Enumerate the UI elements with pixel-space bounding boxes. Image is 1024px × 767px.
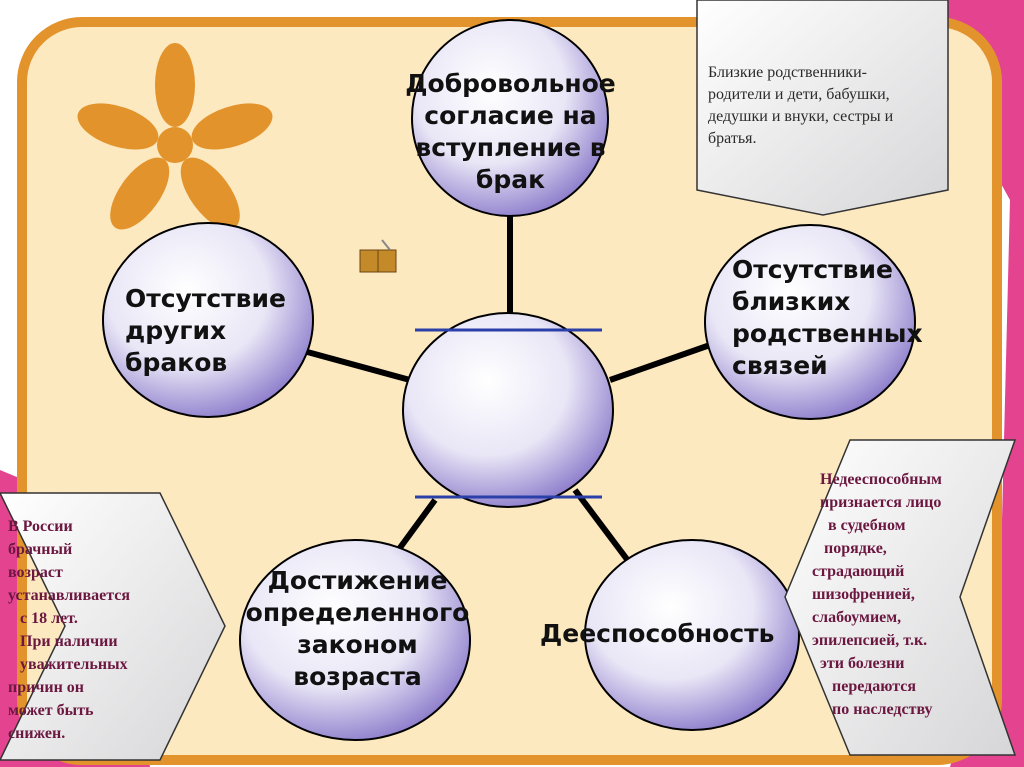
callout-relatives: Близкие родственники- родители и дети, б…: [708, 64, 894, 147]
book-icon: [359, 239, 397, 273]
node-no-close-kinship: Отсутствие близких родственных связей: [732, 255, 923, 380]
callout-incapacity: Недееспособным признается лицо в судебно…: [812, 471, 942, 718]
node-capacity: Дееспособность: [540, 619, 775, 648]
node-no-other-marriages: Отсутствие других браков: [125, 284, 286, 377]
flower-decoration: [77, 43, 273, 230]
node-voluntary-consent: Добровольное согласие на вступление в бр…: [405, 69, 616, 194]
callout-marriage-age: В России брачный возраст устанавливается…: [8, 518, 131, 742]
node-age: Достижение определенного законом возраст…: [245, 566, 470, 691]
